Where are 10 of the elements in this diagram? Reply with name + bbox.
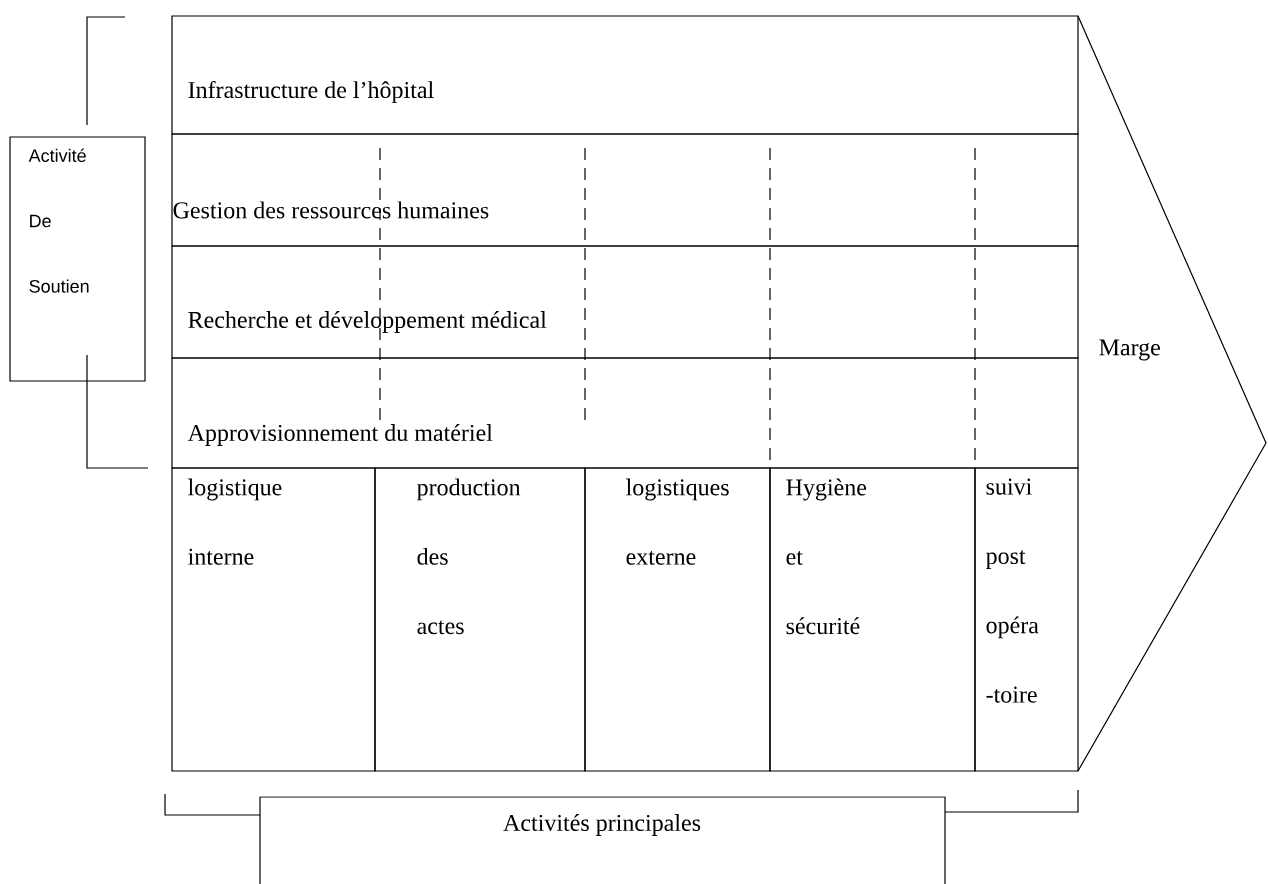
support-activity-band: Infrastructure de l’hôpital	[171, 15, 1079, 135]
primary-activity-column: logistiques externe	[584, 467, 771, 772]
support-activity-band: Recherche et développement médical	[171, 245, 1079, 359]
label-box: Activités principales	[259, 796, 946, 884]
primary-activity-column: production des actes	[374, 467, 586, 772]
primary-activity-column: Hygiène et sécurité	[769, 467, 976, 772]
primary-activity-column: suivi post opéra -toire	[974, 467, 1079, 772]
support-activity-band: Approvisionnement du matériel	[171, 357, 1079, 469]
primary-activity-column: logistique interne	[171, 467, 376, 772]
label-box: Activité De Soutien	[9, 136, 146, 382]
